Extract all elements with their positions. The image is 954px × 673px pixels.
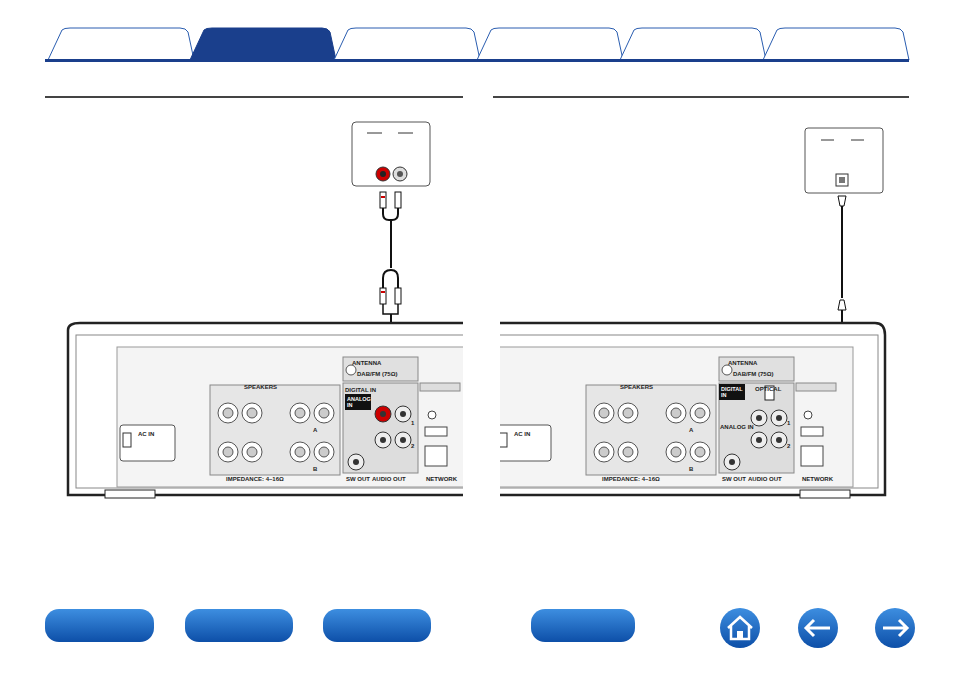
panel-label: B — [689, 466, 693, 473]
section-rule — [45, 96, 463, 98]
digital-device — [805, 128, 883, 193]
panel-label: SW OUT — [722, 476, 746, 483]
input-label: ANALOG IN — [347, 396, 369, 408]
panel-label: NETWORK — [802, 476, 833, 483]
panel-label: SPEAKERS — [620, 384, 653, 391]
panel-label: 1 — [787, 420, 790, 427]
panel-label: AUDIO OUT — [372, 476, 406, 483]
nav-buttons — [45, 608, 915, 648]
panel-label: OPTICAL — [755, 386, 781, 393]
panel-label: SW OUT — [346, 476, 370, 483]
panel-label: A — [313, 427, 317, 434]
tab-bar — [45, 28, 909, 62]
panel-label: AC IN — [138, 431, 154, 438]
panel-label: DAB/FM (75Ω) — [733, 371, 773, 378]
panel-label: NETWORK — [426, 476, 457, 483]
panel-label: AC IN — [514, 431, 530, 438]
panel-label: 2 — [411, 443, 414, 450]
section-rule — [493, 96, 909, 98]
input-label: DIGITAL IN — [721, 386, 743, 398]
panel-label: DAB/FM (75Ω) — [357, 371, 397, 378]
receiver-rear-panel — [68, 323, 463, 498]
panel-label: IMPEDANCE: 4–16Ω — [602, 476, 660, 483]
panel-label: SPEAKERS — [244, 384, 277, 391]
analog-device — [352, 122, 430, 186]
panel-label: ANALOG IN — [720, 424, 754, 431]
highlighted-input: DIGITAL IN — [719, 384, 745, 400]
panel-label: 1 — [411, 420, 414, 427]
panel-label: IMPEDANCE: 4–16Ω — [226, 476, 284, 483]
panel-label: ANTENNA — [728, 360, 757, 367]
panel-label: ANTENNA — [352, 360, 381, 367]
panel-label: 2 — [787, 443, 790, 450]
panel-label: AUDIO OUT — [748, 476, 782, 483]
panel-label: DIGITAL IN — [345, 387, 376, 394]
receiver-rear-panel — [500, 323, 885, 498]
highlighted-input: ANALOG IN — [345, 394, 371, 410]
panel-label: B — [313, 466, 317, 473]
panel-label: A — [689, 427, 693, 434]
